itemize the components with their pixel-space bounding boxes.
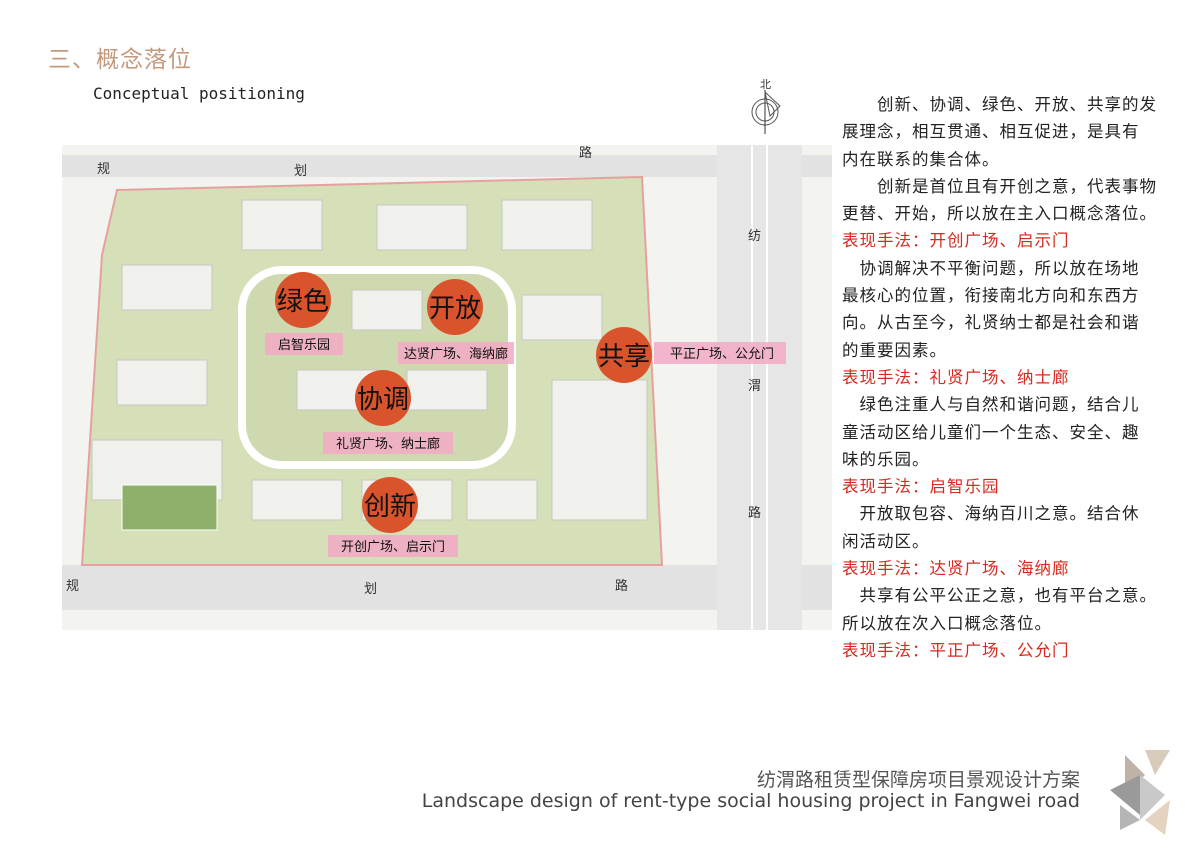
road-labels: 规划路 纺渭路 规划路 [66,145,761,597]
sports-field [121,484,218,531]
body-line: 开放取包容、海纳百川之意。结合休 [842,504,1140,524]
technique-line: 表现手法：启智乐园 [842,477,1000,497]
svg-text:渭: 渭 [748,379,761,394]
svg-text:划: 划 [364,582,377,597]
section-title: 三、概念落位 [48,47,192,73]
section-subtitle: Conceptual positioning [93,84,305,103]
body-line: 童活动区给儿童们一个生态、安全、趣 [842,422,1140,442]
svg-text:共享: 共享 [598,342,650,372]
project-title-cn: 纺渭路租赁型保障房项目景观设计方案 [756,769,1080,791]
svg-text:路: 路 [579,145,592,161]
svg-text:划: 划 [294,164,307,179]
concept-open: 开放 达贤广场、海纳廊 [398,279,514,364]
svg-text:协调: 协调 [357,385,409,415]
concept-share: 平正广场、公允门 共享 [596,327,786,383]
svg-text:绿色: 绿色 [277,287,329,317]
logo-icon [1110,750,1170,835]
body-line: 所以放在次入口概念落位。 [842,613,1052,633]
svg-text:开创广场、启示门: 开创广场、启示门 [341,540,445,555]
svg-text:启智乐园: 启智乐园 [278,338,330,353]
north-label: 北 [760,78,771,91]
project-title-en: Landscape design of rent-type social hou… [421,790,1080,812]
body-line: 协调解决不平衡问题，所以放在场地 [842,258,1140,278]
north-arrow-icon: 北 [751,78,781,134]
description-text: 创新、协调、绿色、开放、共享的发展理念，相互贯通、相互促进，是具有内在联系的集合… [842,91,1182,664]
technique-line: 表现手法：开创广场、启示门 [842,231,1070,251]
svg-text:路: 路 [748,505,761,521]
svg-text:纺: 纺 [748,229,761,244]
concept-innovate: 创新 开创广场、启示门 [328,477,458,557]
body-line: 更替、开始，所以放在主入口概念落位。 [842,204,1157,224]
svg-text:开放: 开放 [429,294,481,324]
svg-text:平正广场、公允门: 平正广场、公允门 [670,346,774,362]
svg-text:规: 规 [66,579,79,594]
north-road [62,155,832,177]
technique-line: 表现手法：礼贤广场、纳士廊 [842,367,1070,387]
body-line: 共享有公平公正之意，也有平台之意。 [842,586,1157,606]
concept-coordinate: 协调 礼贤广场、纳士廊 [323,370,453,454]
south-road [62,565,832,610]
body-line: 内在联系的集合体。 [842,149,1000,169]
body-line: 的重要因素。 [842,340,947,360]
svg-text:创新: 创新 [364,492,416,522]
site-plan: 规划路 纺渭路 规划路 绿色 启智乐园 开放 达贤广场、海纳廊 平正广场、公允门… [62,145,832,630]
technique-line: 表现手法：达贤广场、海纳廊 [842,559,1070,579]
svg-text:路: 路 [615,578,628,594]
concept-green: 绿色 启智乐园 [265,272,343,355]
svg-text:规: 规 [97,162,110,177]
body-line: 创新是首位且有开创之意，代表事物 [842,176,1157,196]
body-line: 味的乐园。 [842,449,930,469]
body-line: 向。从古至今，礼贤纳士都是社会和谐 [842,313,1140,333]
technique-line: 表现手法：平正广场、公允门 [842,640,1070,660]
svg-text:达贤广场、海纳廊: 达贤广场、海纳廊 [404,346,508,362]
body-line: 创新、协调、绿色、开放、共享的发 [842,95,1157,114]
body-line: 绿色注重人与自然和谐问题，结合儿 [842,395,1140,415]
east-road [717,145,802,630]
body-line: 展理念，相互贯通、相互促进，是具有 [842,122,1140,142]
body-line: 最核心的位置，衔接南北方向和东西方 [842,286,1140,306]
body-line: 闲活动区。 [842,531,930,551]
svg-text:礼贤广场、纳士廊: 礼贤广场、纳士廊 [336,436,440,452]
